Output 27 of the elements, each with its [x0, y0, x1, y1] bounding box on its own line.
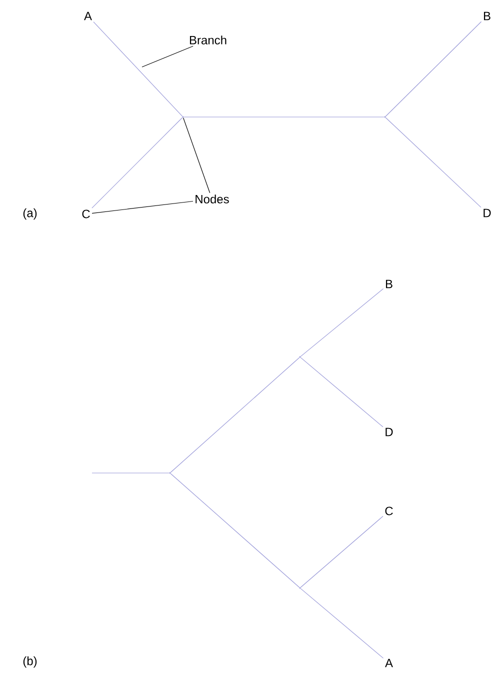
panel-label: (a) [23, 208, 37, 220]
branch-line [300, 288, 384, 357]
branch-line [93, 22, 183, 117]
branch-line [300, 588, 384, 658]
leader-line [92, 200, 194, 214]
text-label: C [385, 506, 393, 516]
panel-label: (b) [23, 656, 37, 668]
branch-line [300, 516, 384, 588]
text-label: Nodes [196, 194, 229, 204]
branch-line [170, 357, 300, 473]
branch-line [300, 357, 384, 428]
text-label: A [385, 658, 393, 668]
branch-line [385, 117, 482, 208]
branch-line [184, 116, 384, 118]
leader-line [183, 118, 210, 194]
text-label: D [484, 208, 491, 218]
text-label: C [82, 210, 90, 218]
text-label: B [386, 280, 392, 288]
branch-line [385, 21, 482, 117]
branch-line [92, 117, 183, 208]
branch-line [170, 473, 300, 588]
text-label: Branch [190, 36, 226, 44]
branch-line [92, 472, 170, 474]
text-label: B [484, 12, 490, 20]
leader-line [142, 46, 194, 68]
text-label: D [386, 428, 393, 436]
text-label: A [84, 12, 92, 20]
